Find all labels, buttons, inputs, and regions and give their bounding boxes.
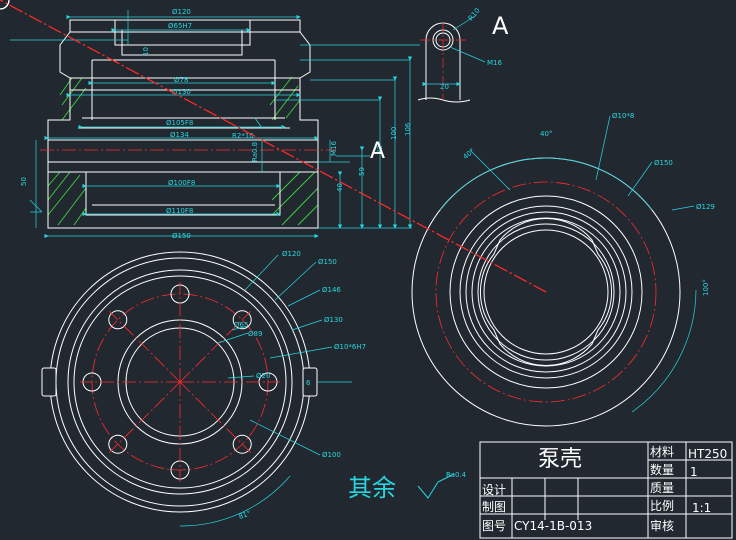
right-a40b: 40°: [462, 147, 477, 161]
bottom-d120: Ø120: [282, 250, 301, 258]
surface-note: 其余 Ra0.4: [348, 471, 467, 502]
front-dimension-labels: Ø120 Ø65H7 10 Ø78 Ø130 Ø105F8 Ø134 R2*10…: [20, 8, 412, 240]
tb-drawing-no-label: 图号: [482, 519, 506, 533]
bottom-center-ray: [109, 311, 181, 383]
right-d10x8: Ø10*8: [612, 112, 634, 120]
bottom-d65: Ø65: [234, 321, 248, 329]
tb-design-label: 设计: [482, 483, 506, 497]
detail-r10: R10: [467, 7, 482, 23]
tb-mass-label: 质量: [650, 481, 674, 495]
section-mark-a-top: A: [492, 12, 509, 40]
dim-h50: 50: [20, 177, 28, 186]
bottom-w6: 6: [306, 379, 311, 387]
note-rest-text: 其余: [348, 474, 396, 502]
dim-h40: 40: [336, 183, 344, 192]
bottom-bolt-hole: [108, 310, 128, 330]
tb-scale-label: 比例: [650, 499, 674, 513]
bottom-bolt-hole: [232, 434, 252, 454]
bottom-flange-view: Ø120 Ø150 Ø146 Ø130 Ø10*6H7 Ø65 Ø89 Ø20 …: [41, 250, 366, 527]
right-a100: 100°: [702, 279, 710, 296]
front-section-view: Ø120 Ø65H7 10 Ø78 Ø130 Ø105F8 Ø134 R2*10…: [10, 8, 420, 240]
right-a40: 40°: [540, 130, 552, 138]
bottom-bolt-hole: [232, 310, 252, 330]
dim-d105f8: Ø105F8: [166, 119, 193, 127]
bottom-center-ray: [179, 381, 251, 453]
bottom-center-ray: [109, 381, 181, 453]
tb-part-name: 泵壳: [538, 447, 582, 472]
tb-review-label: 审核: [650, 518, 674, 533]
bottom-a81: 81°: [238, 509, 252, 521]
bottom-d150: Ø150: [318, 258, 337, 266]
tb-quantity-label: 数量: [650, 462, 674, 477]
dim-h59: 59: [358, 167, 366, 176]
tb-drawing-no-value: CY14-1B-013: [514, 519, 592, 533]
title-block: 泵壳 材料 HT250 数量 1 质量 比例 1:1 审核 设计 制图 图号 C…: [479, 441, 733, 539]
dim-h100: 100: [390, 127, 398, 140]
undefined-center-ray: [0, 0, 547, 293]
tb-material-value: HT250: [688, 447, 727, 461]
bottom-d146: Ø146: [322, 286, 341, 294]
bottom-d20: Ø20: [256, 372, 270, 380]
front-dimension-lines: [10, 10, 420, 239]
dim-r2x10: R2*10: [232, 132, 254, 140]
dim-d150: Ø150: [172, 232, 191, 240]
bottom-d130: Ø130: [324, 316, 343, 324]
tb-scale-value: 1:1: [692, 501, 711, 515]
dim-d134: Ø134: [170, 131, 189, 139]
dim-h106: 106: [404, 122, 412, 136]
tb-draw-label: 制图: [482, 500, 506, 514]
bottom-d100: Ø100: [322, 451, 341, 459]
dim-ra08: Ra0.8: [251, 142, 259, 162]
detail-w20: 20: [440, 83, 449, 91]
right-flange-view: 40° 40° Ø10*8 Ø150 Ø129 100°: [0, 0, 715, 427]
dim-h82: 82: [376, 145, 384, 154]
section-hatching: [47, 76, 319, 226]
dim-d110f8: Ø110F8: [166, 207, 193, 215]
bottom-center-ray: [179, 311, 251, 383]
section-mark-a-side: A: [370, 139, 385, 164]
bottom-d10h7: Ø10*6H7: [334, 343, 366, 351]
dim-d120: Ø120: [172, 8, 191, 16]
detail-m16: M16: [487, 59, 502, 67]
right-d129: Ø129: [696, 203, 715, 211]
dim-d65h7: Ø65H7: [168, 22, 192, 30]
undefined-bolt-hole: [0, 0, 10, 10]
detail-view-a: R10 M16 20 A: [417, 7, 509, 103]
tb-quantity-value: 1: [690, 465, 698, 479]
bottom-d89: Ø89: [248, 330, 262, 338]
tb-material-label: 材料: [650, 445, 674, 459]
dim-d130: Ø130: [172, 88, 191, 96]
bottom-bolt-hole: [108, 434, 128, 454]
dim-m16: M16: [330, 141, 338, 156]
right-d150: Ø150: [654, 159, 673, 167]
dim-h10: 10: [142, 47, 150, 56]
dim-d100f8: Ø100F8: [168, 179, 195, 187]
dim-d78: Ø78: [174, 76, 188, 84]
note-roughness: Ra0.4: [446, 471, 467, 479]
